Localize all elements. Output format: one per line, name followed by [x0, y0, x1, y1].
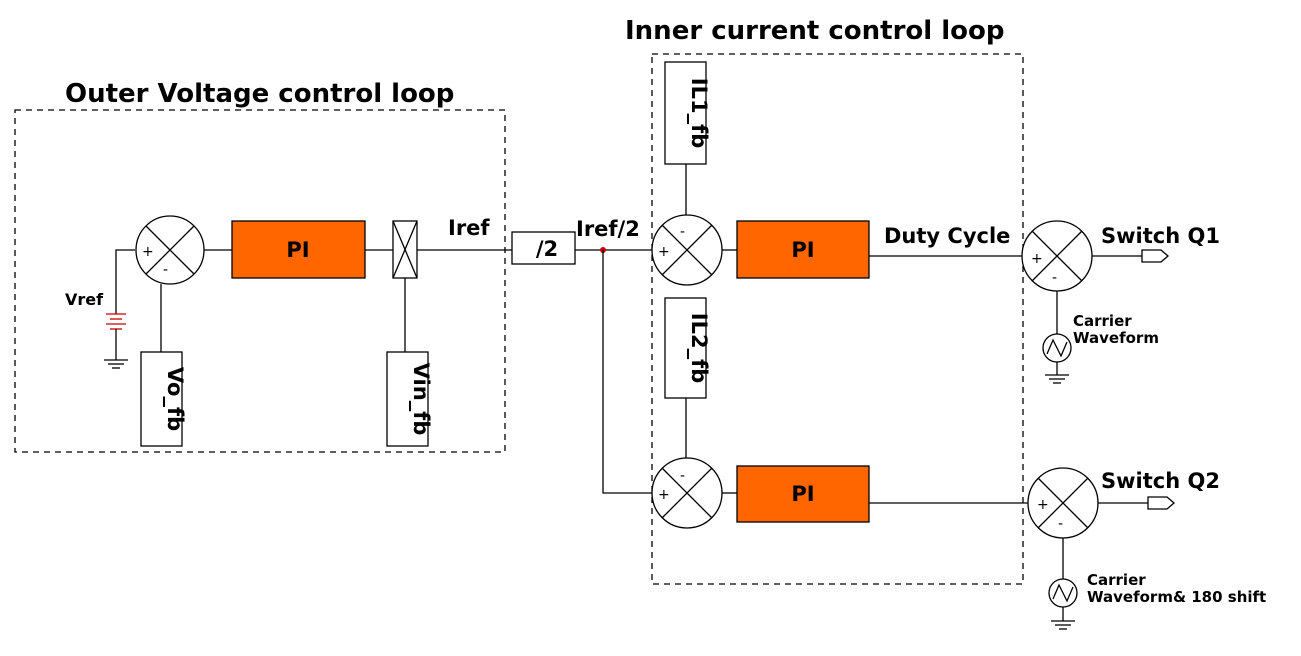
- vo-fb-block: [140, 351, 183, 447]
- sum-inner-2-plus: +: [658, 487, 670, 503]
- pi-inner-2-label: PI: [791, 482, 814, 506]
- pi-inner-1-label: PI: [791, 238, 814, 262]
- vref-wire-top: [115, 249, 135, 314]
- carrier-2-label-line1: Carrier: [1087, 571, 1146, 589]
- switch-q2-port-icon: [1147, 496, 1175, 510]
- carrier-1-label-line1: Carrier: [1073, 312, 1132, 330]
- il1-fb-block: [664, 61, 707, 165]
- sum-outer-minus: -: [163, 262, 168, 278]
- pi-block-outer: [231, 220, 366, 279]
- divide-label: /2: [536, 237, 558, 261]
- carrier-source-2-icon: [1048, 578, 1078, 608]
- carrier-2-label-line2: Waveform& 180 shift: [1087, 588, 1266, 606]
- vref-battery-icon: [106, 313, 126, 330]
- switch-q2-label: Switch Q2: [1101, 469, 1220, 493]
- il2-fb-label: IL2_fb: [687, 313, 711, 383]
- outer-loop-title: Outer Voltage control loop: [65, 79, 454, 109]
- ground-icon: [104, 359, 128, 369]
- comp-q1-plus: +: [1031, 251, 1043, 267]
- divide-by-two-block: [511, 231, 576, 265]
- vin-fb-block: [386, 351, 429, 447]
- pi-outer-label: PI: [286, 238, 309, 262]
- switch-q1-label: Switch Q1: [1101, 224, 1220, 248]
- summing-junction-outer: [135, 215, 205, 285]
- il1-fb-label: IL1_fb: [687, 78, 711, 148]
- duty-cycle-label: Duty Cycle: [884, 224, 1010, 248]
- sum-inner-1-plus: +: [658, 244, 670, 260]
- summing-junction-inner-1: [651, 214, 723, 286]
- pi-block-inner-1: [736, 220, 870, 279]
- iref-half-label: Iref/2: [576, 217, 640, 241]
- inner-loop-title: Inner current control loop: [625, 16, 1005, 46]
- sum-inner-2-minus: -: [680, 468, 685, 484]
- carrier-source-1-icon: [1042, 333, 1072, 363]
- vin-fb-label: Vin_fb: [409, 363, 433, 436]
- vref-label: Vref: [65, 290, 104, 309]
- sum-outer-plus: +: [142, 244, 154, 260]
- ground-icon: [1051, 620, 1075, 630]
- comp-q2-minus: -: [1058, 516, 1063, 532]
- il2-fb-block: [664, 297, 707, 399]
- vo-fb-label: Vo_fb: [163, 367, 187, 431]
- comp-q2-plus: +: [1037, 497, 1049, 513]
- outer-loop-region: [14, 109, 506, 453]
- switch-q1-port-icon: [1141, 249, 1169, 263]
- comp-q1-minus: -: [1052, 270, 1057, 286]
- sum-inner-1-minus: -: [680, 224, 685, 240]
- ground-icon: [1045, 374, 1069, 384]
- pi-block-inner-2: [736, 465, 870, 523]
- multiplier-block: [392, 220, 418, 279]
- carrier-1-label-line2: Waveform: [1073, 329, 1159, 347]
- iref-label: Iref: [448, 216, 490, 240]
- iref-half-branch-wire: [602, 250, 652, 494]
